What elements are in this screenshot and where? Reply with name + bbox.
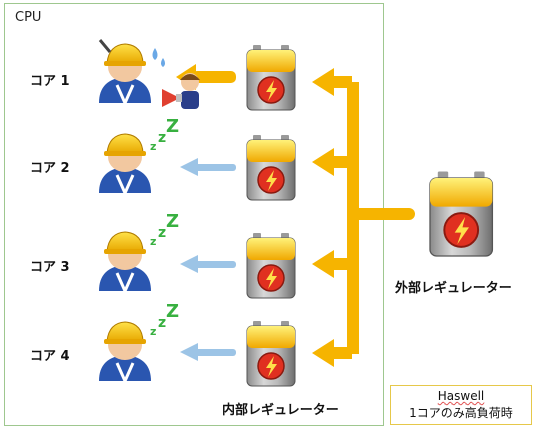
- hammer-icon: [98, 39, 112, 53]
- core-4-worker: [97, 320, 153, 383]
- core-1-worker: [97, 42, 153, 105]
- power-bus-feed: [347, 208, 415, 220]
- svg-text:Z: Z: [166, 211, 179, 232]
- cpu-label: CPU: [15, 10, 42, 25]
- svg-text:z: z: [158, 315, 166, 331]
- svg-text:Z: Z: [166, 116, 179, 137]
- megaphone-boss-icon: [162, 73, 200, 109]
- external-regulator-label: 外部レギュレーター: [395, 281, 512, 296]
- note-box: Haswell 1コアのみ高負荷時: [390, 385, 532, 425]
- core-3-label: コア 3: [30, 260, 70, 275]
- svg-text:z: z: [158, 130, 166, 146]
- sleep-z-icon-4: zzZ: [150, 301, 179, 338]
- svg-text:Z: Z: [166, 301, 179, 322]
- note-text: 1コアのみ高負荷時: [409, 406, 513, 420]
- core-2-worker: [97, 132, 153, 195]
- internal-regulator-label: 内部レギュレーター: [222, 403, 339, 418]
- core-4-power-arrow: [180, 343, 236, 361]
- svg-text:z: z: [158, 225, 166, 241]
- internal-regulator-2: [246, 134, 296, 201]
- internal-regulator-3: [246, 232, 296, 299]
- core-3-power-arrow: [180, 255, 236, 273]
- internal-regulator-4: [246, 320, 296, 387]
- external-regulator: [429, 170, 494, 257]
- svg-text:z: z: [150, 235, 156, 248]
- core-4-label: コア 4: [30, 349, 70, 364]
- sweat-drops-icon: [152, 48, 165, 67]
- bus-arrow-1: [312, 68, 352, 96]
- sleep-z-icon-2: zzZ: [150, 116, 179, 153]
- internal-regulator-1: [246, 44, 296, 111]
- svg-text:z: z: [150, 140, 156, 153]
- core-3-worker: [97, 230, 153, 293]
- bus-arrow-4: [312, 339, 352, 367]
- svg-text:z: z: [150, 325, 156, 338]
- core-2-label: コア 2: [30, 161, 70, 176]
- bus-arrow-3: [312, 250, 352, 278]
- core-1-label: コア 1: [30, 74, 70, 89]
- sleep-z-icon-3: zzZ: [150, 211, 179, 248]
- note-title: Haswell: [437, 389, 485, 403]
- core-2-power-arrow: [180, 158, 236, 176]
- bus-arrow-2: [312, 148, 352, 176]
